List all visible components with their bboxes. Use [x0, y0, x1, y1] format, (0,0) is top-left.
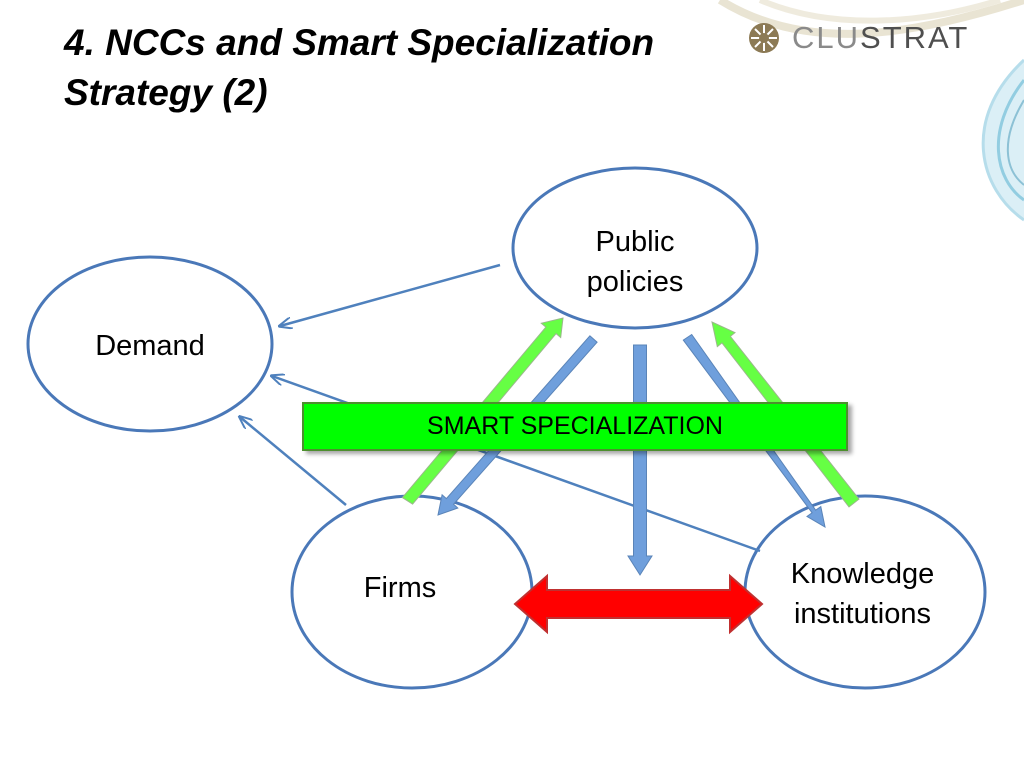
- arrow-firms-to-demand: [240, 417, 347, 506]
- arrow-policies-to-center: [627, 344, 653, 576]
- smart-specialization-label: SMART SPECIALIZATION: [427, 412, 723, 440]
- arrow-policies-to-demand: [280, 263, 501, 326]
- clustrat-logo: CLUSTRAT: [748, 18, 969, 58]
- node-label-institutions: institutions: [793, 598, 931, 630]
- node-label-knowledge-institutions: Knowledge institutions: [765, 554, 960, 634]
- logo-wordmark: CLUSTRAT: [792, 20, 969, 56]
- node-label-public-policies: Public policies: [560, 222, 710, 302]
- node-label-policies: policies: [586, 266, 684, 298]
- clustrat-logo-icon: [749, 23, 779, 53]
- node-label-firms: Firms: [363, 572, 437, 604]
- node-public-policies: [511, 166, 759, 330]
- slide-title-line-2: Strategy (2): [64, 72, 268, 113]
- slide-title-line-1: 4. NCCs and Smart Specialization: [64, 22, 655, 63]
- node-demand: [26, 255, 274, 433]
- logo-text-dark: STRAT: [860, 20, 970, 55]
- logo-text-light: CLU: [792, 20, 861, 55]
- node-label-knowledge: Knowledge: [790, 558, 935, 590]
- slide-title: 4. NCCs and Smart Specialization Strateg…: [64, 18, 764, 118]
- arrow-firms-knowledge-link: [513, 573, 764, 635]
- smart-specialization-banner: SMART SPECIALIZATION: [302, 402, 848, 451]
- node-label-public: Public: [595, 226, 675, 258]
- node-label-demand: Demand: [95, 330, 205, 362]
